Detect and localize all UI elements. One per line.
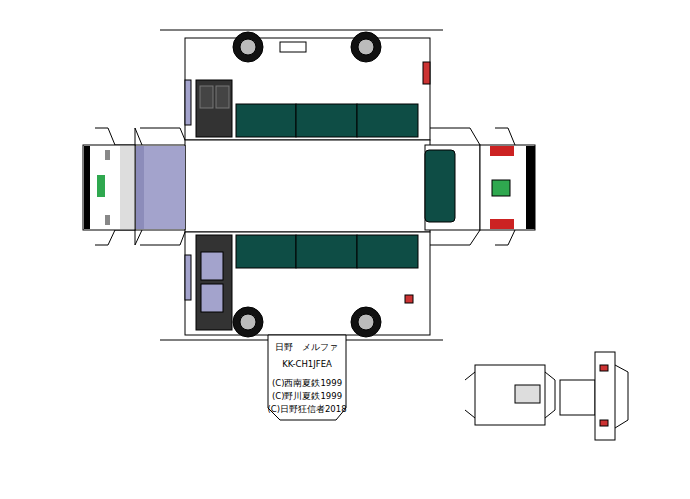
- tab-text: (C)日野狂信者2018: [267, 403, 346, 416]
- tab-text: (C)野川夏鉄1999: [267, 390, 346, 403]
- label-tab: 日野 メルファ KK-CH1JFEA (C)西南夏鉄1999(C)野川夏鉄1999(…: [264, 340, 349, 417]
- tab-text: KK-CH1JFEA: [267, 358, 346, 371]
- tab-text: (C)西南夏鉄1999: [267, 377, 346, 390]
- tab-text: 日野 メルファ: [267, 341, 346, 354]
